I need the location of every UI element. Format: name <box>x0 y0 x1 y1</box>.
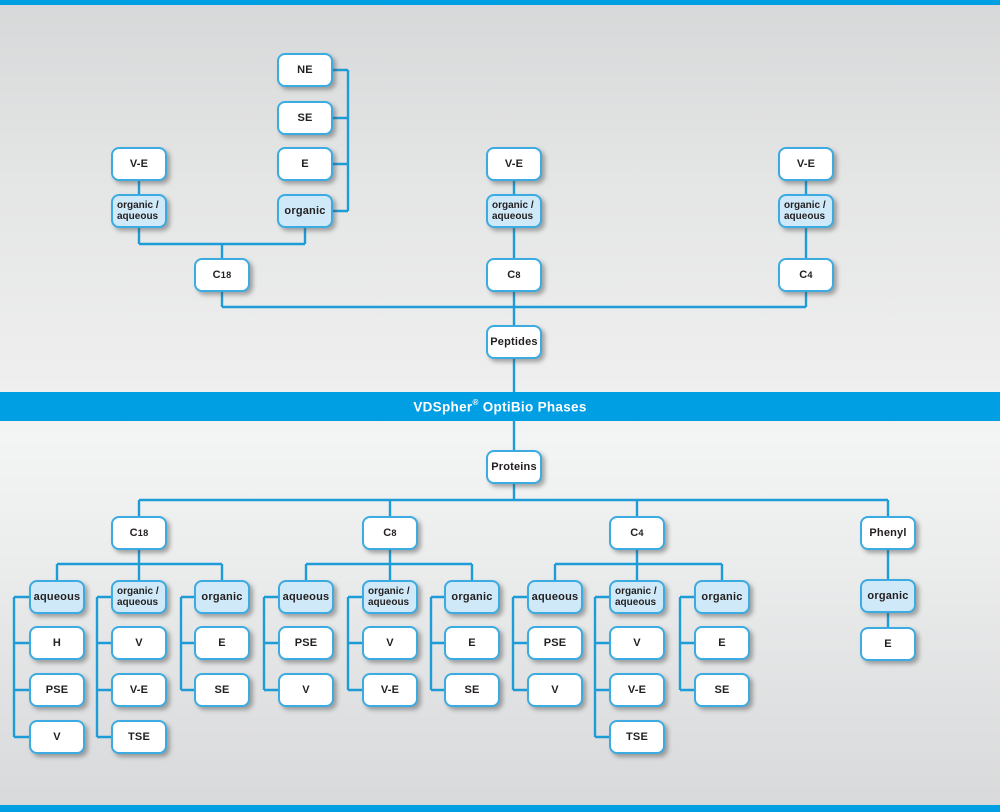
top-border-strip <box>0 0 1000 5</box>
condition-node: aqueous <box>278 580 334 614</box>
phase-node: E <box>444 626 500 660</box>
phase-node: V <box>609 626 665 660</box>
phase-node: V-E <box>111 673 167 707</box>
condition-node: organic <box>694 580 750 614</box>
phase-node: V-E <box>609 673 665 707</box>
phase-node: V-E <box>362 673 418 707</box>
condition-node: organic <box>444 580 500 614</box>
section-banner-label: VDSpher® OptiBio Phases <box>413 397 587 415</box>
phase-node: V <box>362 626 418 660</box>
bottom-border-strip <box>0 805 1000 812</box>
phase-node: E <box>860 627 916 661</box>
column-node: Phenyl <box>860 516 916 550</box>
condition-node: organic / aqueous <box>111 194 167 228</box>
condition-node: organic / aqueous <box>778 194 834 228</box>
phase-node: SE <box>277 101 333 135</box>
phase-node: SE <box>194 673 250 707</box>
condition-node: organic <box>194 580 250 614</box>
phase-node: PSE <box>278 626 334 660</box>
phase-node: E <box>277 147 333 181</box>
phase-node: V-E <box>111 147 167 181</box>
phase-node: V-E <box>778 147 834 181</box>
phase-node: V <box>111 626 167 660</box>
phase-node: V <box>278 673 334 707</box>
phase-node: TSE <box>111 720 167 754</box>
condition-node: organic / aqueous <box>362 580 418 614</box>
peptides-node: Peptides <box>486 325 542 359</box>
phase-node: SE <box>444 673 500 707</box>
phase-node: V <box>29 720 85 754</box>
phase-node: PSE <box>29 673 85 707</box>
phase-node: E <box>194 626 250 660</box>
condition-node: aqueous <box>29 580 85 614</box>
condition-node: organic / aqueous <box>609 580 665 614</box>
phase-node: V-E <box>486 147 542 181</box>
condition-node: organic <box>860 579 916 613</box>
condition-node: organic / aqueous <box>111 580 167 614</box>
phase-node: H <box>29 626 85 660</box>
phase-node: PSE <box>527 626 583 660</box>
phase-node: TSE <box>609 720 665 754</box>
phase-node: NE <box>277 53 333 87</box>
condition-node: organic / aqueous <box>486 194 542 228</box>
proteins-node: Proteins <box>486 450 542 484</box>
section-banner: VDSpher® OptiBio Phases <box>0 392 1000 421</box>
condition-node: organic <box>277 194 333 228</box>
phase-node: SE <box>694 673 750 707</box>
condition-node: aqueous <box>527 580 583 614</box>
phase-node: E <box>694 626 750 660</box>
phase-node: V <box>527 673 583 707</box>
